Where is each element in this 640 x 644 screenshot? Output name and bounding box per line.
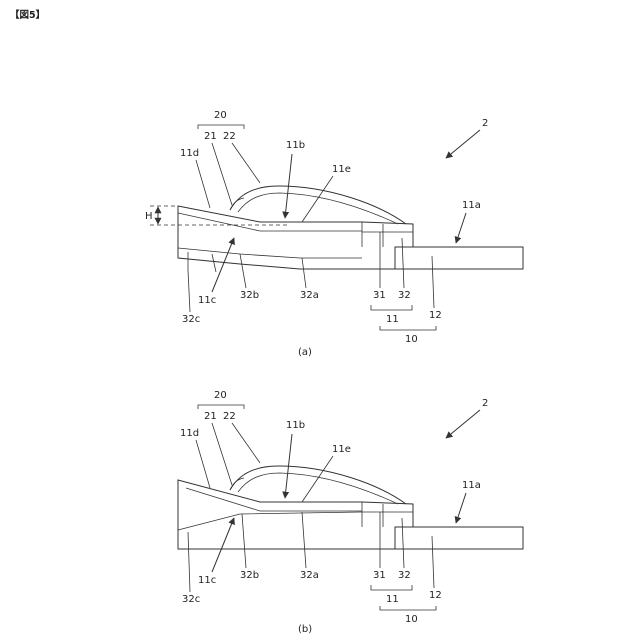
label-11d: 11d <box>180 428 199 439</box>
label-32b: 32b <box>240 570 259 581</box>
caption-b: (b) <box>298 624 312 635</box>
label-11: 11 <box>386 594 399 605</box>
arrow-11a <box>456 213 466 243</box>
leader-22 <box>232 423 260 463</box>
label-10: 10 <box>405 614 418 625</box>
label-10: 10 <box>405 334 418 345</box>
label-11d: 11d <box>180 148 199 159</box>
label-11a: 11a <box>462 200 481 211</box>
leader-11d <box>196 160 210 208</box>
plate-12 <box>395 247 523 269</box>
label-21: 21 <box>204 411 217 422</box>
figure-b: 20 21 22 11d 11b 11e 2 11a 11c 32b 32a 3… <box>178 390 523 635</box>
bracket-20 <box>198 405 244 409</box>
label-11b: 11b <box>286 140 305 151</box>
leader-21 <box>212 423 232 485</box>
leader-21 <box>212 143 232 205</box>
label-32b: 32b <box>240 290 259 301</box>
label-H: H <box>145 211 153 222</box>
label-20: 20 <box>214 390 227 401</box>
arrow-2 <box>446 130 480 158</box>
label-32a: 32a <box>300 290 319 301</box>
figure-header: 【図5】 <box>10 9 45 21</box>
label-32: 32 <box>398 570 411 581</box>
label-12: 12 <box>429 590 442 601</box>
label-31: 31 <box>373 290 386 301</box>
label-20: 20 <box>214 110 227 121</box>
label-11c: 11c <box>198 575 216 586</box>
arrow-2 <box>446 410 480 438</box>
label-11e: 11e <box>332 164 351 175</box>
bracket-10 <box>380 606 436 610</box>
label-11b: 11b <box>286 420 305 431</box>
caption-a: (a) <box>298 347 312 358</box>
bracket-10 <box>380 326 436 330</box>
label-21: 21 <box>204 131 217 142</box>
label-22: 22 <box>223 131 236 142</box>
arc-20-outer <box>230 186 406 224</box>
arc-20-outer <box>230 466 406 504</box>
label-32: 32 <box>398 290 411 301</box>
body-11 <box>178 480 413 549</box>
label-22: 22 <box>223 411 236 422</box>
label-2: 2 <box>482 398 488 409</box>
bracket-20 <box>198 125 244 129</box>
label-2: 2 <box>482 118 488 129</box>
label-32c: 32c <box>182 594 200 605</box>
leader-32c <box>188 270 190 312</box>
label-11e: 11e <box>332 444 351 455</box>
label-32c: 32c <box>182 314 200 325</box>
bracket-11 <box>371 305 412 310</box>
figure-a: H 20 21 22 11d 11b 11e 2 11a 11c 32b 32a… <box>145 110 523 358</box>
label-31: 31 <box>373 570 386 581</box>
leader-22 <box>232 143 260 183</box>
bracket-11 <box>371 585 412 590</box>
plate-12 <box>395 527 523 549</box>
arrow-11a <box>456 493 466 523</box>
label-32a: 32a <box>300 570 319 581</box>
label-11a: 11a <box>462 480 481 491</box>
label-11c: 11c <box>198 295 216 306</box>
label-11: 11 <box>386 314 399 325</box>
label-12: 12 <box>429 310 442 321</box>
leader-11d <box>196 440 210 488</box>
